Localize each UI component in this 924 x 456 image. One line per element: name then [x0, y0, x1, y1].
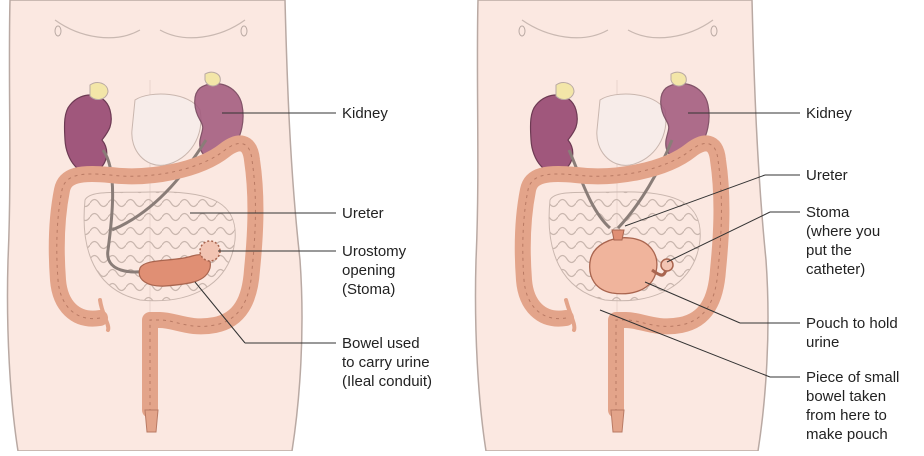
label-line: to carry urine: [342, 353, 432, 372]
label-line: (Ileal conduit): [342, 372, 432, 391]
label-line: urine: [806, 333, 898, 352]
right-pouch: [590, 238, 657, 294]
label-line: Ureter: [342, 204, 384, 223]
label-line: put the: [806, 241, 880, 260]
label-right-ureter: Ureter: [806, 166, 848, 185]
label-right-stoma: Stoma (where you put the catheter): [806, 203, 880, 279]
label-right-pouch: Pouch to hold urine: [806, 314, 898, 352]
label-line: from here to: [806, 406, 899, 425]
label-line: Stoma: [806, 203, 880, 222]
label-left-stoma: Urostomy opening (Stoma): [342, 242, 406, 299]
label-line: Kidney: [806, 104, 852, 123]
left-kidney-left: [65, 95, 112, 173]
right-stoma: [661, 259, 673, 271]
left-stoma: [200, 241, 220, 261]
label-line: catheter): [806, 260, 880, 279]
left-figure: [7, 0, 302, 451]
label-line: Pouch to hold: [806, 314, 898, 333]
label-line: Urostomy: [342, 242, 406, 261]
label-line: (Stoma): [342, 280, 406, 299]
label-left-ileal-conduit: Bowel used to carry urine (Ileal conduit…: [342, 334, 432, 391]
label-line: make pouch: [806, 425, 899, 444]
label-right-kidney: Kidney: [806, 104, 852, 123]
label-line: (where you: [806, 222, 880, 241]
label-line: bowel taken: [806, 387, 899, 406]
label-left-ureter: Ureter: [342, 204, 384, 223]
label-left-kidney: Kidney: [342, 104, 388, 123]
label-line: opening: [342, 261, 406, 280]
right-figure: [475, 0, 768, 451]
label-line: Kidney: [342, 104, 388, 123]
right-kidney-left: [531, 95, 578, 173]
label-line: Bowel used: [342, 334, 432, 353]
label-line: Ureter: [806, 166, 848, 185]
label-line: Piece of small: [806, 368, 899, 387]
label-right-small-bowel: Piece of small bowel taken from here to …: [806, 368, 899, 444]
